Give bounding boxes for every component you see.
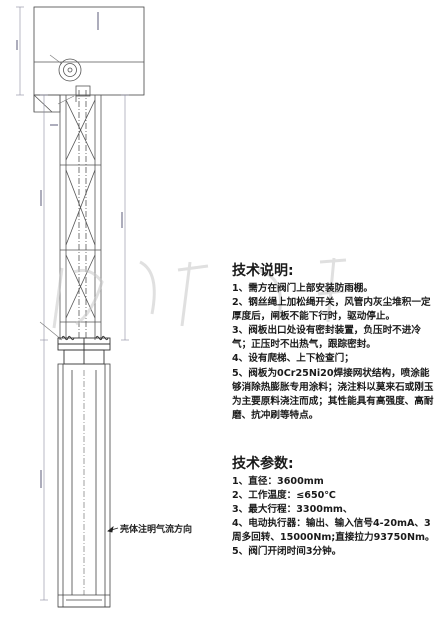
valve-body <box>57 363 111 608</box>
parameter-item-1: 1、直径：3600mm <box>232 476 324 487</box>
drive-pulley <box>58 58 82 82</box>
description-item-1: 1、需方在阀门上部安装防雨棚。 <box>232 283 373 294</box>
frame-bracing <box>65 99 96 319</box>
airflow-direction-label: 壳体注明气流方向 <box>120 525 193 535</box>
dimension-lines-right <box>97 12 129 341</box>
parameters-title: 技术参数: <box>232 456 294 472</box>
technical-description: 技术说明: 1、需方在阀门上部安装防雨棚。 2、钢丝绳上加松绳开关，风管内灰尘堆… <box>232 262 438 423</box>
watermark <box>52 257 353 329</box>
leader-lines <box>39 54 75 341</box>
flow-arrow <box>107 526 119 533</box>
parameter-item-3: 3、最大行程：3300mm、 <box>232 504 353 516</box>
seal-assembly <box>57 335 111 365</box>
parameter-item-2: 2、工作温度：≤650℃ <box>232 490 336 502</box>
hand-wheel <box>75 85 91 102</box>
description-item-2: 2、钢丝绳上加松绳开关，风管内灰尘堆积一定厚度后，闸板不能下行时，驱动停止。 <box>232 297 431 323</box>
description-item-4: 4、设有爬梯、上下检查门； <box>232 353 354 365</box>
parameter-item-4: 4、电动执行器：输出、输入信号4-20mA、3周多回转、15000Nm;直接拉力… <box>232 518 435 544</box>
description-title: 技术说明: <box>232 263 294 279</box>
description-item-3: 3、阀板出口处设有密封装置，负压时不进冷气；正压时不出热气，跟踪密封。 <box>232 325 421 351</box>
parameter-item-5: 5、阀门开闭时间3分钟。 <box>232 546 342 558</box>
description-item-5: 5、阀板为0Cr25Ni20焊接网状结构，喷涂能够消除热膨胀专用涂料；浇注料以莫… <box>232 367 434 421</box>
technical-parameters: 技术参数: 1、直径：3600mm 2、工作温度：≤650℃ 3、最大行程：33… <box>232 455 438 560</box>
dimension-lines-left <box>16 6 58 601</box>
